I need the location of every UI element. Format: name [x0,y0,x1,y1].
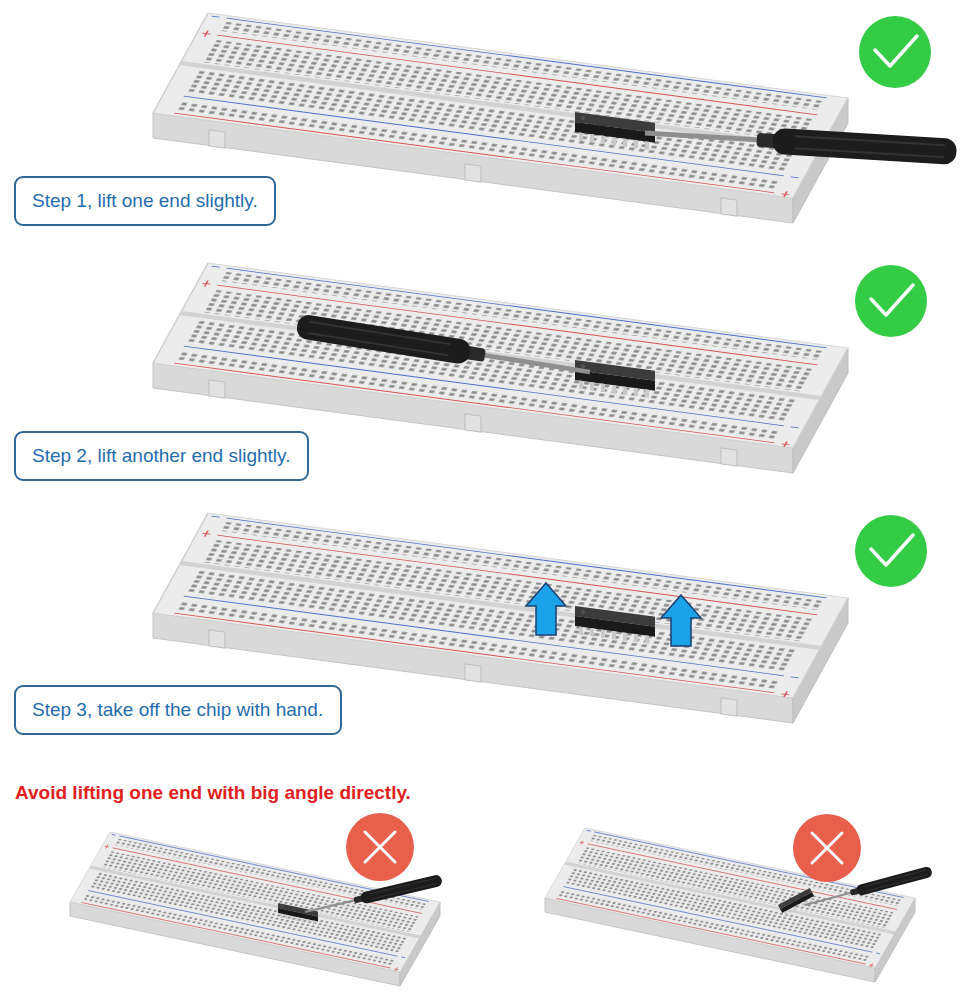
chip [575,606,655,645]
step-text: Step 1, lift one end slightly. [32,190,258,212]
step-box: Step 1, lift one end slightly. [14,176,276,226]
step-text: Step 2, lift another end slightly. [32,445,290,467]
chip [575,112,655,151]
check-icon [855,515,927,587]
up-arrow [526,583,566,635]
step-text: Step 3, take off the chip with hand. [32,699,323,721]
up-arrow [661,595,701,646]
cross-icon [346,813,414,881]
warning-note: Avoid lifting one end with big angle dir… [15,782,411,803]
step-box: Step 2, lift another end slightly. [14,431,309,481]
screwdriver [644,120,957,165]
warning-note-holder: Avoid lifting one end with big angle dir… [15,782,411,804]
chip [778,888,816,916]
chip [278,903,318,926]
check-icon [859,16,931,88]
cross-icon [793,814,861,882]
screwdriver [304,874,443,918]
step-box: Step 3, take off the chip with hand. [14,685,342,735]
chip [575,360,655,399]
screwdriver [295,313,592,384]
check-icon [855,265,927,337]
